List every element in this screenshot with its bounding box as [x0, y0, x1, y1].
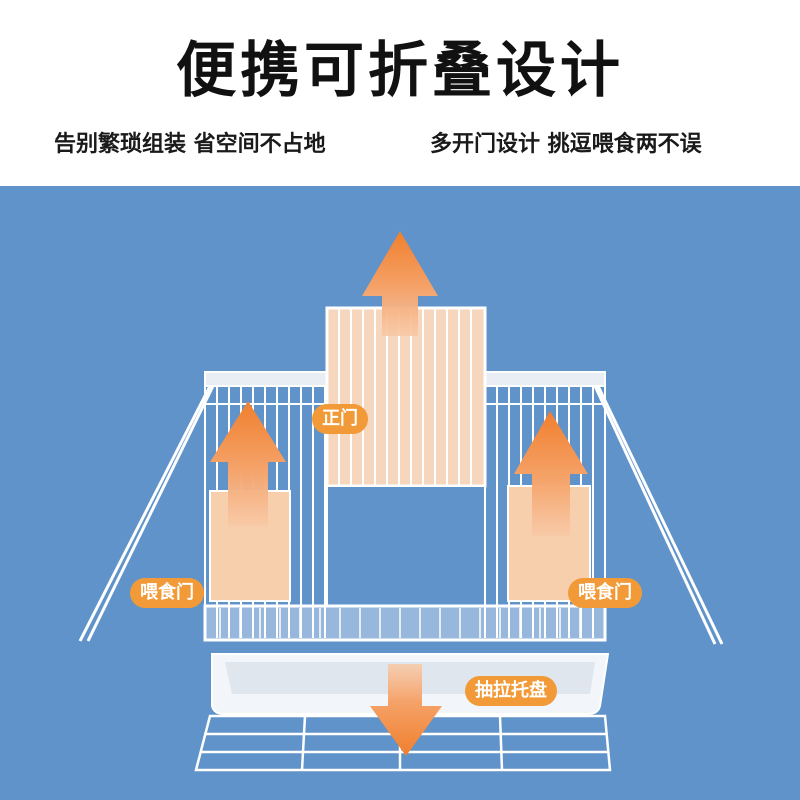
cage-illustration: 正门 喂食门 喂食门 抽拉托盘: [0, 186, 800, 800]
arrow-up-main-icon: [362, 231, 438, 336]
door-opening: [326, 485, 486, 607]
cage-drawing: [78, 231, 724, 772]
arrow-up-right-icon: [514, 411, 588, 536]
left-side-panel: [78, 385, 215, 642]
page-title: 便携可折叠设计: [176, 36, 624, 106]
main-door-panel: [325, 306, 487, 488]
subtitle-right: 多开门设计 挑逗喂食两不误: [430, 132, 702, 157]
feeding-door-right-label: 喂食门: [568, 578, 642, 608]
main-door-label: 正门: [312, 404, 368, 434]
subtitle-left: 告别繁琐组装 省空间不占地: [54, 132, 326, 157]
cage-bottom-frame: [203, 604, 607, 642]
tray-label: 抽拉托盘: [465, 676, 557, 706]
header: 便携可折叠设计 告别繁琐组装 省空间不占地 多开门设计 挑逗喂食两不误: [0, 0, 800, 186]
cage-bottom-bars: [219, 608, 581, 638]
arrow-down-tray-icon: [370, 664, 442, 756]
arrow-up-left-icon: [210, 401, 286, 526]
right-side-panel: [593, 385, 724, 645]
feeding-door-left-label: 喂食门: [130, 578, 204, 608]
